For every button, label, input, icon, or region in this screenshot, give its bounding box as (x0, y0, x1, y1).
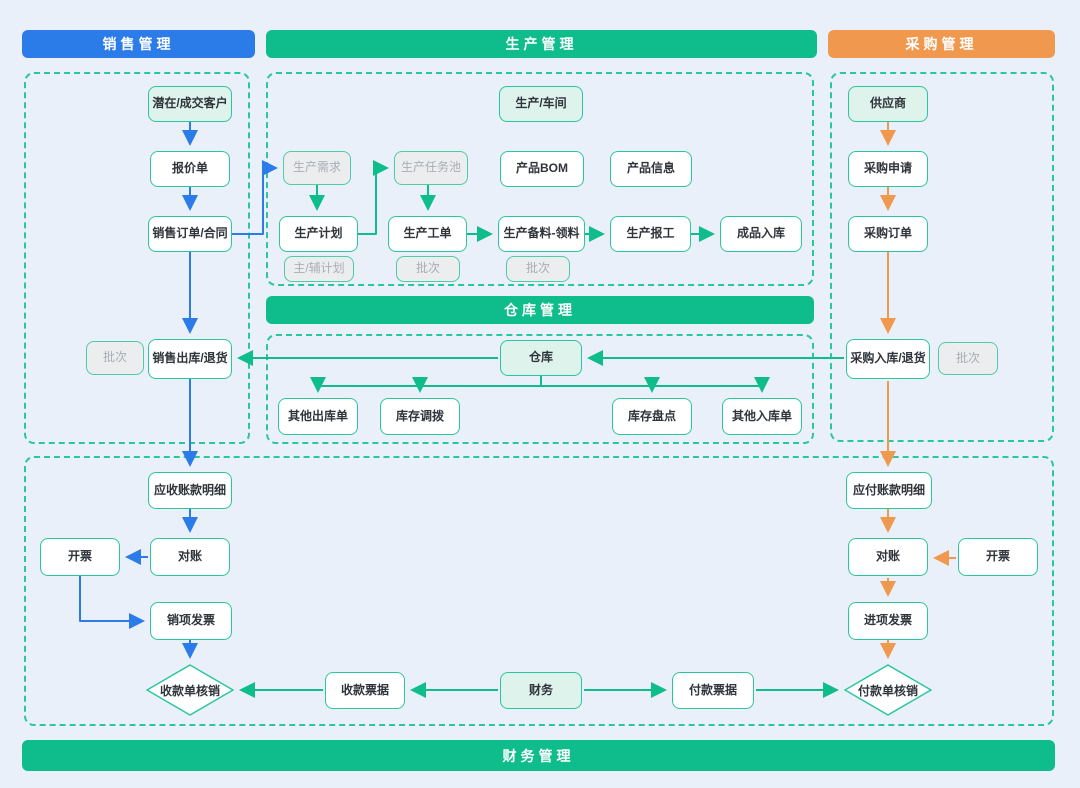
purchase-region (830, 72, 1054, 442)
diamond-shape (146, 664, 234, 716)
node-sales-outbound: 销售出库/退货 (148, 339, 232, 379)
node-prod-demand: 生产需求 (283, 151, 351, 185)
node-product-info: 产品信息 (610, 151, 692, 187)
sales-region (24, 72, 250, 444)
node-customer: 潜在/成交客户 (148, 86, 232, 122)
node-reconcile-right: 对账 (848, 538, 928, 576)
node-workshop: 生产/车间 (499, 86, 583, 122)
node-prod-report: 生产报工 (610, 216, 691, 252)
node-prod-material: 生产备料-领料 (498, 216, 585, 252)
finance-region (24, 456, 1054, 726)
node-other-inbound: 其他入库单 (722, 398, 802, 435)
node-purchase-inbound: 采购入库/退货 (846, 339, 930, 379)
node-purchase-request: 采购申请 (848, 151, 928, 187)
node-receivable-detail: 应收账款明细 (148, 472, 232, 509)
node-inventory-count: 库存盘点 (612, 398, 692, 435)
sales-band: 销售管理 (22, 30, 255, 58)
node-sales-order: 销售订单/合同 (148, 216, 232, 252)
node-prod-plan: 生产计划 (279, 216, 358, 252)
node-plan-sub: 主/辅计划 (284, 256, 354, 282)
node-inventory-transfer: 库存调拨 (380, 398, 460, 435)
node-supplier: 供应商 (848, 86, 928, 122)
warehouse-region (266, 334, 814, 444)
node-sales-invoice: 销项发票 (150, 602, 232, 640)
node-invoice-right: 开票 (958, 538, 1038, 576)
purchase-band: 采购管理 (828, 30, 1055, 58)
production-band: 生产管理 (266, 30, 817, 58)
node-product-bom: 产品BOM (500, 151, 584, 187)
production-region (266, 72, 814, 286)
node-payment-note: 付款票据 (672, 672, 754, 709)
node-purchase-order: 采购订单 (848, 216, 928, 252)
node-batch-sales: 批次 (86, 341, 144, 375)
node-prod-task-pool: 生产任务池 (394, 151, 468, 185)
edge-invoice-left-to-sales-invoice (79, 576, 145, 629)
diamond-shape (844, 664, 932, 716)
node-finance-node: 财务 (500, 672, 582, 709)
node-finished-inbound: 成品入库 (720, 216, 802, 252)
node-prod-order: 生产工单 (388, 216, 467, 252)
node-warehouse-node: 仓库 (500, 340, 582, 376)
node-batch-material: 批次 (506, 256, 570, 282)
node-reconcile-left: 对账 (150, 538, 230, 576)
node-label: 收款单核销 (159, 683, 220, 698)
node-purchase-invoice: 进项发票 (848, 602, 928, 640)
node-invoice-left: 开票 (40, 538, 120, 576)
finance-band: 财务管理 (22, 740, 1055, 771)
node-label: 付款单核销 (857, 683, 918, 698)
node-other-outbound: 其他出库单 (278, 398, 358, 435)
warehouse-band: 仓库管理 (266, 296, 814, 324)
edge-sales-order-to-prod-demand (232, 160, 278, 235)
node-receipt-verify: 收款单核销 (146, 664, 234, 716)
node-quote: 报价单 (150, 151, 230, 187)
node-receipt-note: 收款票据 (325, 672, 405, 709)
node-payment-verify: 付款单核销 (844, 664, 932, 716)
node-batch-purchase: 批次 (938, 342, 998, 375)
node-payable-detail: 应付账款明细 (846, 472, 932, 509)
node-batch-order: 批次 (396, 256, 460, 282)
edge-prod-plan-to-task-pool (358, 160, 389, 235)
